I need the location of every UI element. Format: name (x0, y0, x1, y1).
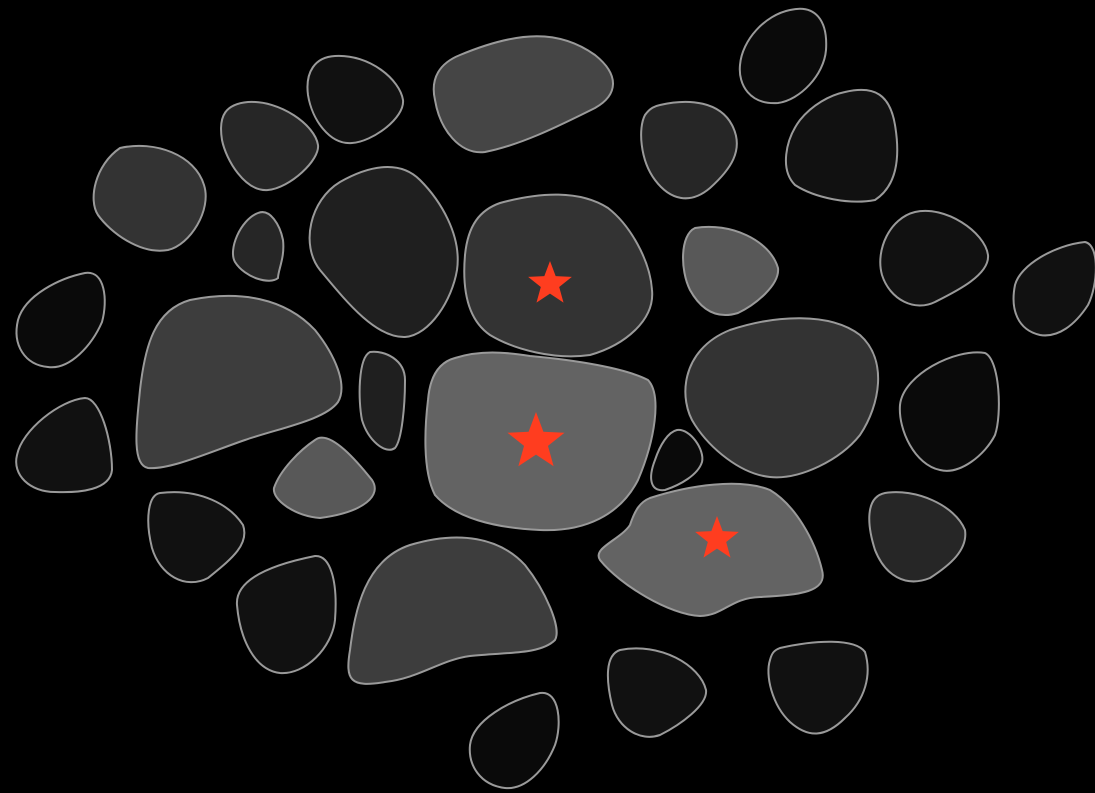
stone[interactable] (1014, 242, 1095, 335)
stone[interactable] (94, 146, 206, 251)
stone[interactable] (683, 227, 778, 315)
stone[interactable] (470, 693, 559, 788)
stone[interactable] (17, 273, 105, 367)
stone[interactable] (434, 36, 613, 152)
stone[interactable] (274, 438, 375, 518)
stone[interactable] (880, 211, 988, 306)
stone[interactable] (869, 492, 965, 581)
stone[interactable] (233, 212, 283, 281)
stone[interactable] (310, 167, 458, 337)
stone[interactable] (307, 56, 403, 143)
stone[interactable] (651, 430, 702, 490)
stone[interactable] (360, 352, 405, 450)
stone[interactable] (237, 556, 336, 673)
stone[interactable] (221, 102, 318, 190)
stone[interactable] (900, 352, 999, 470)
stone[interactable] (608, 648, 706, 736)
stone[interactable] (641, 102, 737, 198)
stone[interactable] (786, 90, 897, 202)
stone[interactable] (16, 398, 112, 492)
stone[interactable] (685, 318, 878, 477)
stone[interactable] (740, 9, 826, 103)
stone[interactable] (348, 538, 556, 684)
stone[interactable] (768, 642, 867, 734)
stone[interactable] (148, 492, 244, 582)
stone[interactable] (464, 195, 652, 357)
